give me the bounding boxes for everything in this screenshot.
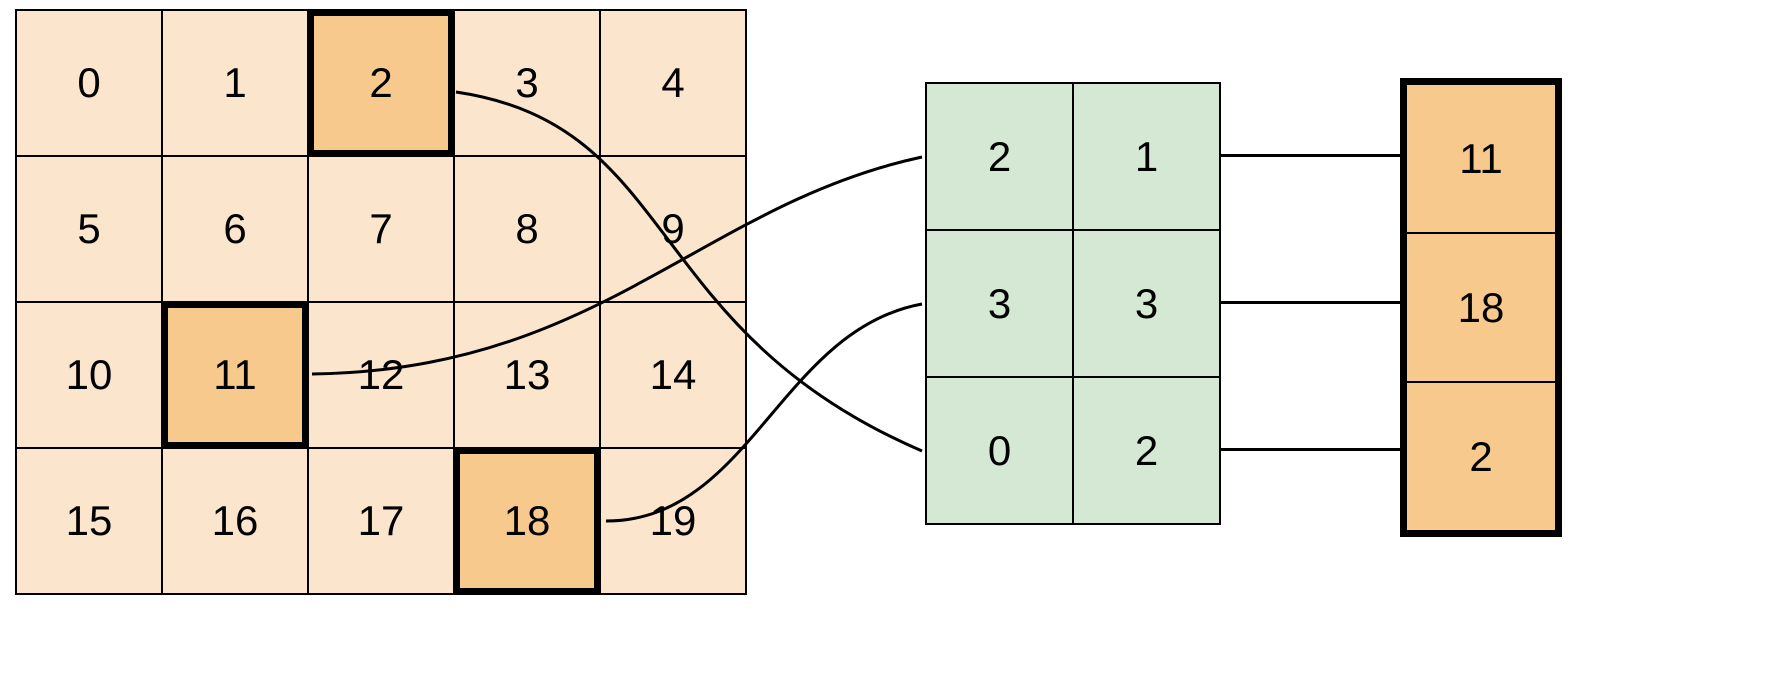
output-column: 11 18 2 <box>1400 78 1562 537</box>
grid-cell: 18 <box>454 448 600 594</box>
index-cell: 2 <box>1073 377 1220 524</box>
grid-cell: 7 <box>308 156 454 302</box>
grid-cell: 17 <box>308 448 454 594</box>
output-cell: 2 <box>1406 382 1556 531</box>
grid-cell: 3 <box>454 10 600 156</box>
index-cell: 3 <box>926 230 1073 377</box>
grid-cell: 6 <box>162 156 308 302</box>
index-table: 2 1 3 3 0 2 <box>925 82 1221 525</box>
index-cell: 3 <box>1073 230 1220 377</box>
index-cell: 2 <box>926 83 1073 230</box>
grid-cell: 12 <box>308 302 454 448</box>
grid-cell: 4 <box>600 10 746 156</box>
grid-cell: 13 <box>454 302 600 448</box>
grid-cell: 0 <box>16 10 162 156</box>
output-cell: 11 <box>1406 84 1556 233</box>
index-cell: 1 <box>1073 83 1220 230</box>
grid-cell: 15 <box>16 448 162 594</box>
grid-cell: 2 <box>308 10 454 156</box>
index-cell: 0 <box>926 377 1073 524</box>
grid-cell: 5 <box>16 156 162 302</box>
grid-cell: 10 <box>16 302 162 448</box>
grid-cell: 16 <box>162 448 308 594</box>
source-grid: 0 1 2 3 4 5 6 7 8 9 10 11 12 13 14 15 16… <box>15 9 747 595</box>
grid-cell: 14 <box>600 302 746 448</box>
grid-cell: 11 <box>162 302 308 448</box>
grid-cell: 1 <box>162 10 308 156</box>
grid-cell: 9 <box>600 156 746 302</box>
grid-cell: 8 <box>454 156 600 302</box>
output-cell: 18 <box>1406 233 1556 382</box>
grid-cell: 19 <box>600 448 746 594</box>
